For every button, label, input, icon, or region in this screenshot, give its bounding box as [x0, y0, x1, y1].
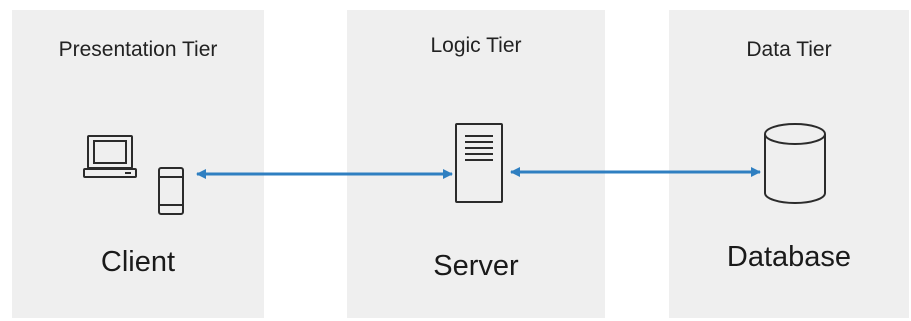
- database-cylinder-icon: [764, 123, 826, 204]
- server-label: Server: [433, 250, 519, 282]
- data-tier-panel: Data Tier Database: [669, 10, 909, 318]
- presentation-tier-title: Presentation Tier: [58, 38, 218, 61]
- smartphone-icon: [158, 167, 184, 215]
- presentation-tier-panel: Presentation Tier Client: [12, 10, 264, 318]
- server-icon: [455, 123, 503, 203]
- data-tier-title: Data Tier: [746, 38, 832, 61]
- client-label: Client: [100, 246, 176, 278]
- laptop-icon: [83, 135, 137, 178]
- logic-tier-panel: Logic Tier Server: [347, 10, 605, 318]
- logic-tier-title: Logic Tier: [430, 34, 522, 57]
- database-label: Database: [726, 241, 852, 273]
